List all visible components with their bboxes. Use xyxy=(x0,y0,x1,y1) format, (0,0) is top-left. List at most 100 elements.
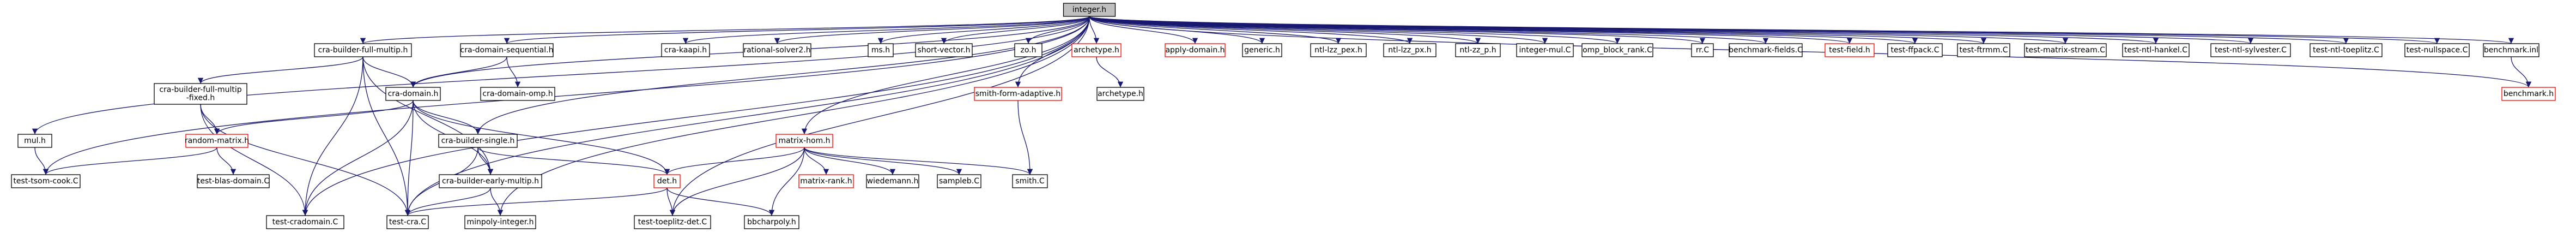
node-test-matrix-stream-c[interactable]: test-matrix-stream.C xyxy=(2024,43,2107,57)
node-benchmark-inl[interactable]: benchmark.inl xyxy=(2483,43,2539,57)
node-box[interactable] xyxy=(775,134,833,148)
node-test-cra-c[interactable]: test-cra.C xyxy=(386,215,429,229)
node-test-field-h[interactable]: test-field.h xyxy=(1825,43,1875,57)
node-cra-kaapi-h[interactable]: cra-kaapi.h xyxy=(661,43,710,57)
node-box[interactable] xyxy=(266,215,344,229)
node-test-nullspace-c[interactable]: test-nullspace.C xyxy=(2404,43,2470,57)
node-box[interactable] xyxy=(798,174,854,188)
node-box[interactable] xyxy=(1729,43,1803,57)
node-omp-block-rank-c[interactable]: omp_block_rank.C xyxy=(1581,43,1653,57)
node-cra-builder-full-multip-h[interactable]: cra-builder-full-multip.h xyxy=(314,43,412,57)
node-rational-solver2-h[interactable]: rational-solver2.h xyxy=(743,43,811,57)
node-box[interactable] xyxy=(1242,43,1282,57)
node-archetype-h[interactable]: archetype.h xyxy=(1096,87,1144,101)
node-box[interactable] xyxy=(937,174,981,188)
node-random-matrix-h[interactable]: random-matrix.h xyxy=(185,134,249,148)
node-apply-domain-h[interactable]: apply-domain.h xyxy=(1165,43,1226,57)
node-test-ntl-toeplitz-c[interactable]: test-ntl-toeplitz.C xyxy=(2310,43,2383,57)
node-sampleb-c[interactable]: sampleb.C xyxy=(937,174,981,188)
node-box[interactable] xyxy=(866,174,919,188)
node-wiedemann-h[interactable]: wiedemann.h xyxy=(866,174,919,188)
node-box[interactable] xyxy=(1825,43,1875,57)
node-cra-builder-early-multip-h[interactable]: cra-builder-early-multip.h xyxy=(439,174,542,188)
node-box[interactable] xyxy=(2404,43,2470,57)
node-box[interactable] xyxy=(17,134,52,148)
node-generic-h[interactable]: generic.h xyxy=(1242,43,1282,57)
node-box[interactable] xyxy=(1014,43,1042,57)
node-box[interactable] xyxy=(2122,43,2190,57)
node-benchmark-h[interactable]: benchmark.h xyxy=(2501,87,2556,101)
node-box[interactable] xyxy=(743,43,811,57)
node-box[interactable] xyxy=(1581,43,1653,57)
node-box[interactable] xyxy=(915,43,973,57)
node-box[interactable] xyxy=(634,215,711,229)
node-box[interactable] xyxy=(2501,87,2556,101)
node-box[interactable] xyxy=(314,43,412,57)
node-ntl-lzz-px-h[interactable]: ntl-lzz_px.h xyxy=(1383,43,1437,57)
node-test-tsom-cook-c[interactable]: test-tsom-cook.C xyxy=(11,174,81,188)
node-box[interactable] xyxy=(2024,43,2107,57)
node-ntl-lzz-pex-h[interactable]: ntl-lzz_pex.h xyxy=(1310,43,1367,57)
node-test-ntl-sylvester-c[interactable]: test-ntl-sylvester.C xyxy=(2210,43,2291,57)
node-matrix-rank-h[interactable]: matrix-rank.h xyxy=(798,174,854,188)
node-test-ftrmm-c[interactable]: test-ftrmm.C xyxy=(1957,43,2010,57)
node-integer-h[interactable]: integer.h xyxy=(1063,3,1116,17)
node-short-vector-h[interactable]: short-vector.h xyxy=(915,43,973,57)
node-box[interactable] xyxy=(439,174,542,188)
node-box[interactable] xyxy=(1012,174,1048,188)
node-box[interactable] xyxy=(974,87,1062,101)
node-box[interactable] xyxy=(185,134,248,148)
node-smith-form-adaptive-h[interactable]: smith-form-adaptive.h xyxy=(974,87,1062,101)
node-cra-domain-sequential-h[interactable]: cra-domain-sequential.h xyxy=(460,43,554,57)
node-box[interactable] xyxy=(1516,43,1574,57)
node-box[interactable] xyxy=(385,87,441,101)
node-box[interactable] xyxy=(2483,43,2539,57)
node-box[interactable] xyxy=(1310,43,1367,57)
node-box[interactable] xyxy=(1455,43,1501,57)
node-cra-domain-omp-h[interactable]: cra-domain-omp.h xyxy=(480,87,555,101)
node-cra-builder-single-h[interactable]: cra-builder-single.h xyxy=(438,134,518,148)
node-ms-h[interactable]: ms.h xyxy=(868,43,894,57)
node-box[interactable] xyxy=(868,43,894,57)
node-box[interactable] xyxy=(1096,87,1144,101)
node-box[interactable] xyxy=(1887,43,1943,57)
node-test-ffpack-c[interactable]: test-ffpack.C xyxy=(1887,43,1943,57)
node-bbcharpoly-h[interactable]: bbcharpoly.h xyxy=(744,215,799,229)
node-box[interactable] xyxy=(661,43,710,57)
node-box[interactable] xyxy=(653,174,681,188)
node-archetype-h-red[interactable]: archetype.h xyxy=(1071,43,1122,57)
node-test-blas-domain-c[interactable]: test-blas-domain.C xyxy=(197,174,270,188)
node-box[interactable] xyxy=(464,215,536,229)
node-box[interactable] xyxy=(2310,43,2383,57)
node-box[interactable] xyxy=(1063,3,1116,17)
node-test-cradomain-c[interactable]: test-cradomain.C xyxy=(266,215,344,229)
node-smith-c[interactable]: smith.C xyxy=(1012,174,1048,188)
node-ntl-zz-p-h[interactable]: ntl-zz_p.h xyxy=(1455,43,1501,57)
node-det-h[interactable]: det.h xyxy=(653,174,681,188)
node-rr-c[interactable]: rr.C xyxy=(1691,43,1714,57)
node-box[interactable] xyxy=(480,87,555,101)
node-cra-domain-h[interactable]: cra-domain.h xyxy=(385,87,441,101)
node-mul-h[interactable]: mul.h xyxy=(17,134,52,148)
node-cra-builder-full-multip-fixed-h[interactable]: cra-builder-full-multip-fixed.h xyxy=(154,83,247,105)
node-box[interactable] xyxy=(197,174,270,188)
node-box[interactable] xyxy=(1383,43,1437,57)
node-matrix-hom-h[interactable]: matrix-hom.h xyxy=(775,134,833,148)
node-box[interactable] xyxy=(1957,43,2010,57)
node-box[interactable] xyxy=(11,174,81,188)
node-integer-mul-c[interactable]: integer-mul.C xyxy=(1516,43,1574,57)
node-test-ntl-hankel-c[interactable]: test-ntl-hankel.C xyxy=(2122,43,2190,57)
node-test-toeplitz-det-c[interactable]: test-toeplitz-det.C xyxy=(634,215,711,229)
node-box[interactable] xyxy=(744,215,799,229)
node-box[interactable] xyxy=(460,43,554,57)
node-box[interactable] xyxy=(1165,43,1226,57)
node-box[interactable] xyxy=(438,134,518,148)
node-zo-h[interactable]: zo.h xyxy=(1014,43,1042,57)
node-box[interactable] xyxy=(154,83,247,105)
node-box[interactable] xyxy=(386,215,429,229)
node-box[interactable] xyxy=(1691,43,1714,57)
node-minpoly-integer-h[interactable]: minpoly-integer.h xyxy=(464,215,536,229)
node-box[interactable] xyxy=(1071,43,1122,57)
node-benchmark-fields-c[interactable]: benchmark-fields.C xyxy=(1729,43,1803,57)
node-box[interactable] xyxy=(2210,43,2291,57)
